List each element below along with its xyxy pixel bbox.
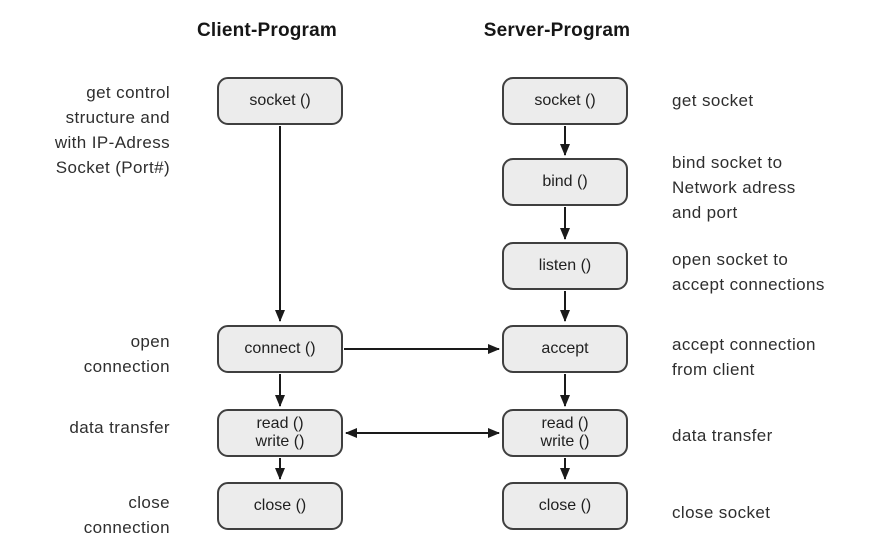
label-line: get control <box>86 83 170 102</box>
server-listen-box: listen () <box>502 242 628 290</box>
label-line: close <box>128 493 170 512</box>
label-line: accept connection <box>672 335 816 354</box>
server-socket-label: socket () <box>534 92 596 109</box>
label-line: Network adress <box>672 178 796 197</box>
label-open-connection: open connection <box>0 329 170 379</box>
label-line: and port <box>672 203 738 222</box>
client-close-label: close () <box>253 497 307 514</box>
label-line: close socket <box>672 503 771 522</box>
label-line: structure and <box>65 108 170 127</box>
server-accept-label: accept <box>541 340 589 357</box>
label-line: from client <box>672 360 755 379</box>
label-line: with IP-Adress <box>54 133 170 152</box>
label-close-socket: close socket <box>672 500 884 525</box>
client-socket-box: socket () <box>217 77 343 125</box>
label-data-transfer-client: data transfer <box>0 415 170 440</box>
label-line: connection <box>83 357 170 376</box>
server-program-title: Server-Program <box>483 20 631 41</box>
server-bind-box: bind () <box>502 158 628 206</box>
server-bind-label: bind () <box>542 173 588 190</box>
server-readwrite-box: read () write () <box>502 409 628 457</box>
client-close-box: close () <box>217 482 343 530</box>
label-line: open <box>130 332 170 351</box>
server-socket-box: socket () <box>502 77 628 125</box>
server-read-label: read () <box>541 415 589 432</box>
label-line: Socket (Port#) <box>55 158 170 177</box>
label-get-control-structure: get control structure and with IP-Adress… <box>0 80 170 180</box>
server-listen-label: listen () <box>538 257 592 274</box>
label-line: connection <box>83 518 170 537</box>
label-line: data transfer <box>69 418 170 437</box>
label-line: data transfer <box>672 426 773 445</box>
label-line: bind socket to <box>672 153 783 172</box>
label-line: open socket to <box>672 250 789 269</box>
server-close-box: close () <box>502 482 628 530</box>
client-program-title: Client-Program <box>196 20 338 41</box>
client-readwrite-box: read () write () <box>217 409 343 457</box>
label-get-socket: get socket <box>672 88 884 113</box>
label-line: accept connections <box>672 275 825 294</box>
client-connect-box: connect () <box>217 325 343 373</box>
client-write-label: write () <box>255 433 305 450</box>
label-bind-socket: bind socket to Network adress and port <box>672 150 884 225</box>
server-accept-box: accept <box>502 325 628 373</box>
label-line: get socket <box>672 91 754 110</box>
server-close-label: close () <box>538 497 592 514</box>
client-read-label: read () <box>256 415 304 432</box>
label-data-transfer-server: data transfer <box>672 423 884 448</box>
label-accept-connection: accept connection from client <box>672 332 884 382</box>
label-open-socket: open socket to accept connections <box>672 247 884 297</box>
label-close-connection: close connection <box>0 490 170 540</box>
client-connect-label: connect () <box>244 340 316 357</box>
server-write-label: write () <box>540 433 590 450</box>
client-socket-label: socket () <box>249 92 311 109</box>
